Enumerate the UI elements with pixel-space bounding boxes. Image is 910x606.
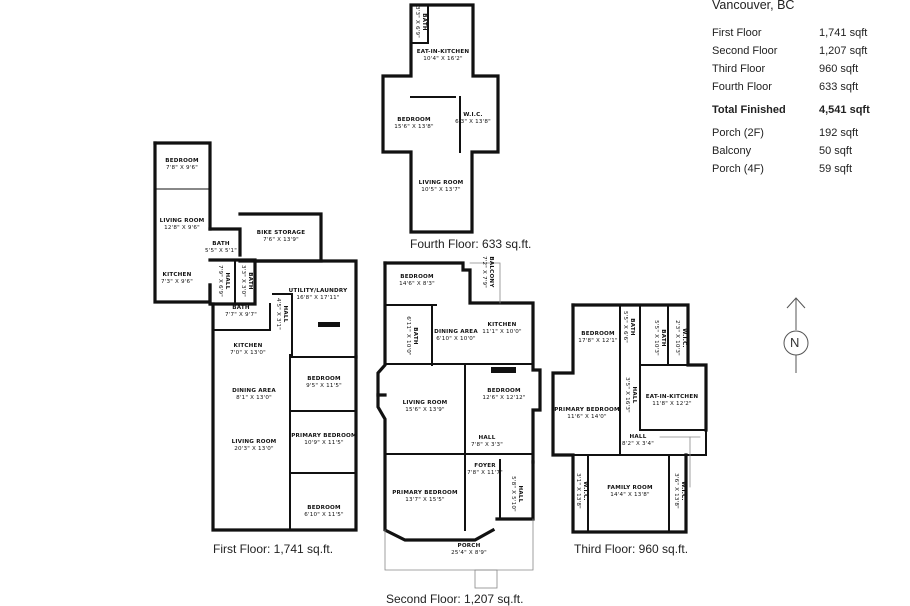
first-floor-walls [153, 141, 358, 532]
fourth-floor-caption: Fourth Floor: 633 sq.ft. [410, 237, 532, 251]
location-title: Vancouver, BC [712, 0, 795, 12]
second-floor-caption: Second Floor: 1,207 sq.ft. [386, 592, 524, 606]
north-arrow-icon: N [780, 295, 820, 375]
summary-extra-row: Porch (2F)192 sqft [712, 127, 859, 139]
room-third-wic-right: W.I.C.3'6" X 13'8" [673, 473, 686, 509]
room-third-wic-left: W.I.C.3'1" X 13'8" [575, 473, 588, 509]
fourth-floor-walls [381, 3, 500, 234]
compass-letter: N [790, 335, 800, 350]
third-floor-walls [551, 303, 708, 534]
room-third-wic-top: W.I.C.2'3" X 10'3" [674, 320, 687, 356]
third-floor-caption: Third Floor: 960 sq.ft. [574, 542, 689, 556]
room-fourth-wic: W.I.C.6'3" X 13'8" [455, 112, 491, 125]
second-floor-walls [376, 261, 542, 589]
summary-extra-row: Porch (4F)59 sqft [712, 163, 853, 175]
first-floor-caption: First Floor: 1,741 sq.ft. [213, 542, 334, 556]
